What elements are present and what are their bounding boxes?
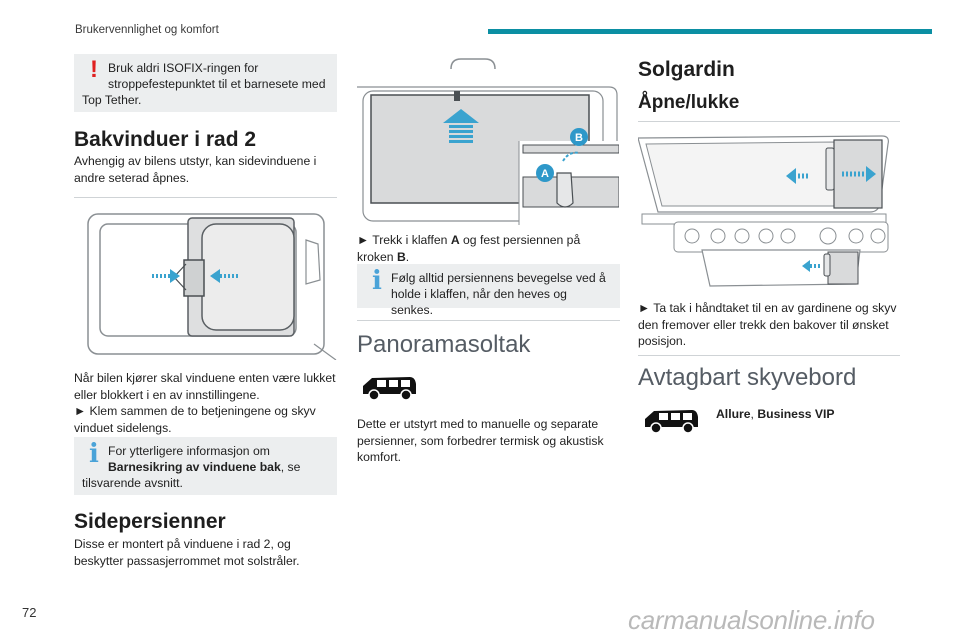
panoramic-roof-body: Dette er utstyrt med to manuelle og sepa… [357, 416, 622, 466]
label-a: A [450, 233, 460, 247]
van-icon [645, 410, 698, 434]
text-line: Disse er montert på vinduene i rad 2, og [74, 537, 291, 551]
page-number: 72 [22, 605, 37, 620]
warning-line-2: stroppefestepunktet til et barnesete med [108, 77, 326, 91]
callout-b-label: B [575, 132, 583, 144]
side-blind-illustration: B A [357, 58, 619, 225]
text-line: Når bilen kjører skal vinduene enten vær… [74, 371, 336, 385]
section-title-removable-table: Avtagbart skyvebord [638, 364, 857, 391]
text-fragment: ► Trekk i klaffen [357, 233, 451, 247]
text-line: beskytter passasjerrommet mot solstråler… [74, 553, 300, 568]
sun-blind-step: ► Ta tak i håndtaket til en av gardinene… [638, 300, 908, 350]
text-line: ► Trekk i klaffen A og fest persiennen p… [357, 232, 622, 249]
text-line: persienner, som forbedrer termisk og aku… [357, 433, 604, 448]
text-line: andre seterad åpnes. [74, 170, 190, 185]
side-blind-step: ► Trekk i klaffen A og fest persiennen p… [357, 232, 622, 265]
section-title-panoramic-roof: Panoramasoltak [357, 331, 531, 358]
info-note-child-lock: i For ytterligere informasjon om Barnesi… [74, 437, 337, 495]
version-availability: Allure, Business VIP [716, 406, 835, 423]
exclamation-icon: ! [90, 56, 98, 83]
text-line: posisjon. [638, 334, 687, 348]
rear-windows-intro: Avhengig av bilens utstyr, kan sidevindu… [74, 153, 344, 186]
text-fragment: kroken [357, 249, 397, 264]
text-fragment: og fest persiennen på [459, 233, 581, 247]
text-line: komfort. [357, 450, 402, 464]
info-line-2: holde i klaffen, når den heves og senkes… [391, 287, 567, 317]
arrow-up-icon [443, 109, 479, 143]
info-line-1: Følg alltid persiennens bevegelse ved å [391, 271, 606, 285]
arrow-left-icon [210, 269, 238, 283]
warning-note: ! Bruk aldri ISOFIX-ringen for stroppefe… [74, 54, 337, 112]
callout-a-label: A [541, 168, 549, 180]
text-line: Avhengig av bilens utstyr, kan sidevindu… [74, 154, 317, 168]
side-blinds-body: Disse er montert på vinduene i rad 2, og… [74, 536, 344, 569]
subsection-title-open-close: Åpne/lukke [638, 92, 740, 113]
text-fragment: . [405, 249, 410, 264]
text-line: den fremover eller trekk den bakover til… [638, 317, 889, 332]
info-note-blind: i Følg alltid persiennens bevegelse ved … [357, 264, 620, 317]
text-fragment: , se [280, 460, 301, 474]
rear-windows-body: Når bilen kjører skal vinduene enten vær… [74, 370, 344, 436]
running-header: Brukervennlighet og komfort [75, 24, 219, 36]
info-line-2: Barnesikring av vinduene bak, se [82, 459, 329, 475]
info-icon: i [89, 439, 99, 469]
text-line: kroken B. [357, 249, 622, 266]
section-title-rear-windows: Bakvinduer i rad 2 [74, 128, 257, 151]
label-b: B [396, 249, 406, 264]
divider [357, 320, 620, 321]
text-line: eller blokkert i en av innstillingene. [74, 387, 260, 402]
info-line-1: For ytterligere informasjon om [108, 444, 270, 458]
section-title-sun-blind: Solgardin [638, 58, 735, 81]
divider [638, 121, 900, 122]
rear-window-illustration [87, 213, 337, 360]
text-fragment: , [750, 407, 758, 421]
info-icon: i [372, 266, 382, 296]
cross-reference-link[interactable]: Barnesikring av vinduene bak [108, 460, 281, 474]
text-line: vinduet sidelengs. [74, 420, 172, 435]
van-icon [363, 377, 416, 401]
arrow-left-icon [786, 168, 808, 184]
text-line: ► Klem sammen de to betjeningene og skyv [74, 404, 316, 418]
sunroof-illustration [638, 135, 889, 287]
watermark: carmanualsonline.info [628, 605, 875, 635]
arrow-right-icon [152, 269, 180, 283]
info-line-3: tilsvarende avsnitt. [82, 476, 183, 490]
header-accent-bar [488, 29, 932, 34]
arrow-left-icon [802, 260, 820, 272]
version-label: Allure [716, 407, 751, 421]
warning-line-1: Bruk aldri ISOFIX-ringen for [108, 61, 259, 75]
text-line: Dette er utstyrt med to manuelle og sepa… [357, 417, 599, 431]
warning-line-3: Top Tether. [82, 93, 142, 107]
section-title-side-blinds: Sidepersienner [74, 510, 226, 533]
divider [74, 197, 337, 198]
text-line: ► Ta tak i håndtaket til en av gardinene… [638, 301, 897, 315]
version-label: Business VIP [757, 407, 835, 421]
divider [638, 355, 900, 356]
arrow-right-icon [842, 166, 876, 182]
